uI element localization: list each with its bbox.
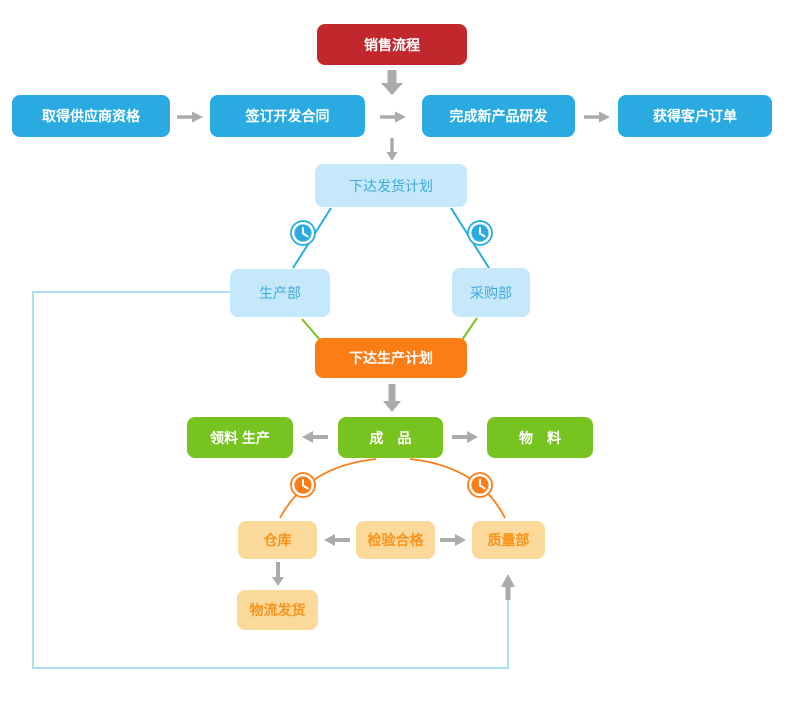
clock-icon — [467, 220, 493, 246]
node-inspection-passed: 检验合格 — [356, 521, 435, 559]
node-delivery-plan: 下达发货计划 — [315, 164, 467, 207]
node-customer-order: 获得客户订单 — [618, 95, 772, 137]
arrow-right-icon — [380, 111, 406, 123]
node-picking-production: 领料 生产 — [187, 417, 293, 458]
arrow-down-icon — [383, 384, 401, 412]
arrow-right-icon — [440, 534, 466, 546]
node-sign-development-contract: 签订开发合同 — [210, 95, 365, 137]
node-warehouse: 仓库 — [238, 521, 317, 559]
arrow-down-icon — [381, 70, 403, 95]
feedback-line — [32, 291, 509, 669]
arrow-right-icon — [452, 431, 478, 443]
node-production-dept: 生产部 — [230, 269, 330, 317]
node-production-plan: 下达生产计划 — [315, 338, 467, 378]
arrow-down-icon — [272, 562, 284, 586]
arrow-left-icon — [302, 431, 328, 443]
connector-arc — [279, 458, 377, 519]
arrow-right-icon — [177, 111, 203, 123]
node-supplier-qualification: 取得供应商资格 — [12, 95, 170, 137]
arrow-right-icon — [584, 111, 610, 123]
node-complete-new-product-rd: 完成新产品研发 — [422, 95, 575, 137]
connector-arc — [409, 458, 506, 519]
arrow-left-icon — [324, 534, 350, 546]
node-purchasing-dept: 采购部 — [452, 268, 530, 317]
node-finished-goods: 成 品 — [338, 417, 443, 458]
node-logistics-shipping: 物流发货 — [237, 590, 318, 630]
node-quality-dept: 质量部 — [472, 521, 545, 559]
clock-icon — [290, 472, 316, 498]
arrow-up-icon — [501, 574, 515, 600]
connector-line — [461, 317, 478, 341]
node-materials: 物 料 — [487, 417, 593, 458]
clock-icon — [290, 220, 316, 246]
arrow-down-icon — [386, 138, 398, 161]
clock-icon — [467, 472, 493, 498]
connector-line — [301, 318, 321, 341]
node-sales-process: 销售流程 — [317, 24, 467, 65]
